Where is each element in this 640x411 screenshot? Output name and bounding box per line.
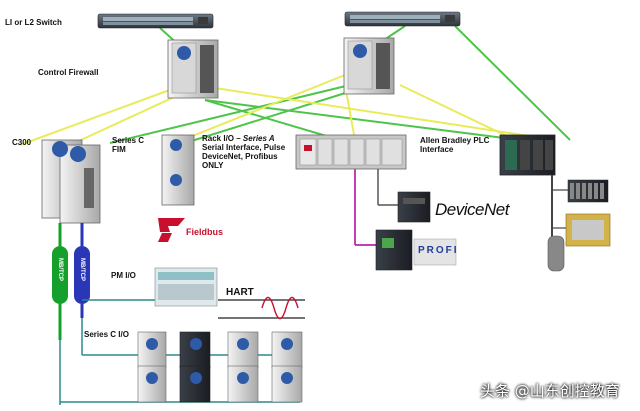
fieldbus-logo bbox=[158, 218, 185, 242]
label-switch: LI or L2 Switch bbox=[5, 18, 62, 27]
series-c-fim bbox=[161, 134, 195, 206]
pm-io-block bbox=[154, 267, 218, 307]
allen-bradley-plc bbox=[499, 134, 556, 176]
label-rack-io-pre: Rack I/O – bbox=[202, 134, 243, 143]
link-switch2-ab bbox=[454, 25, 571, 141]
profibus-brand: PROFI bbox=[418, 245, 459, 256]
label-c300: C300 bbox=[12, 138, 32, 147]
switch-2 bbox=[344, 11, 461, 27]
ab-remote-io bbox=[547, 175, 611, 272]
hart-signal bbox=[218, 296, 305, 320]
rack-io bbox=[295, 134, 407, 170]
label-series-c-io: Series C I/O bbox=[84, 330, 129, 339]
label-ab-line1: Allen Bradley PLC bbox=[420, 136, 490, 145]
link-fw2-c300 bbox=[109, 84, 351, 144]
io-module bbox=[137, 331, 167, 369]
label-rack-io-line2: Serial Interface, Pulse bbox=[202, 143, 286, 152]
link-fw2-fim bbox=[184, 89, 356, 144]
cable-blue-label: MB/TCP bbox=[79, 258, 85, 281]
profibus-device bbox=[375, 229, 457, 271]
link-fw1-c300 bbox=[19, 87, 176, 146]
cable-green-label: MB/TCP bbox=[57, 258, 63, 281]
c300-controller bbox=[41, 139, 101, 224]
link-fw2-fim-y bbox=[169, 74, 346, 146]
rack-io-links bbox=[354, 169, 398, 246]
switch-1 bbox=[97, 13, 214, 29]
network-links bbox=[19, 25, 571, 146]
link-fw1-c300b bbox=[69, 91, 186, 146]
io-module bbox=[227, 365, 259, 403]
label-rack-io-line4: ONLY bbox=[202, 161, 224, 170]
label-rack-io-line3: DeviceNet, Profibus bbox=[202, 152, 278, 161]
cable-blue bbox=[74, 246, 90, 304]
label-ab-plc: Allen Bradley PLC Interface bbox=[420, 136, 489, 154]
label-fim: Series C FIM bbox=[112, 136, 144, 154]
io-module bbox=[179, 331, 211, 369]
devicenet-device bbox=[397, 191, 431, 223]
link-fw1-ab-y bbox=[214, 87, 556, 141]
io-module bbox=[179, 365, 211, 403]
label-hart: HART bbox=[226, 287, 254, 298]
control-firewall-1 bbox=[167, 39, 219, 99]
label-rack-io: Rack I/O – Series A Serial Interface, Pu… bbox=[202, 134, 285, 170]
label-rack-io-series: Series A bbox=[242, 134, 275, 143]
link-fw2-ab-y bbox=[399, 84, 516, 141]
label-fim-line2: FIM bbox=[112, 145, 126, 154]
io-module bbox=[137, 365, 167, 403]
label-firewall: Control Firewall bbox=[38, 68, 99, 77]
io-module bbox=[271, 365, 303, 403]
label-fim-line1: Series C bbox=[112, 136, 145, 145]
cable-green bbox=[52, 246, 68, 304]
devicenet-brand: DeviceNet bbox=[435, 200, 509, 219]
control-firewall-2 bbox=[343, 37, 395, 95]
series-c-io-grid bbox=[137, 331, 303, 403]
link-fw1-rack bbox=[204, 99, 341, 141]
watermark: 头条 @山东创控教育 bbox=[480, 382, 620, 400]
io-module bbox=[271, 331, 303, 369]
io-module bbox=[227, 331, 259, 369]
label-pm-io: PM I/O bbox=[111, 271, 136, 280]
label-ab-line2: Interface bbox=[420, 145, 454, 154]
fieldbus-brand: Fieldbus bbox=[186, 227, 224, 237]
c300-cables bbox=[52, 223, 90, 340]
